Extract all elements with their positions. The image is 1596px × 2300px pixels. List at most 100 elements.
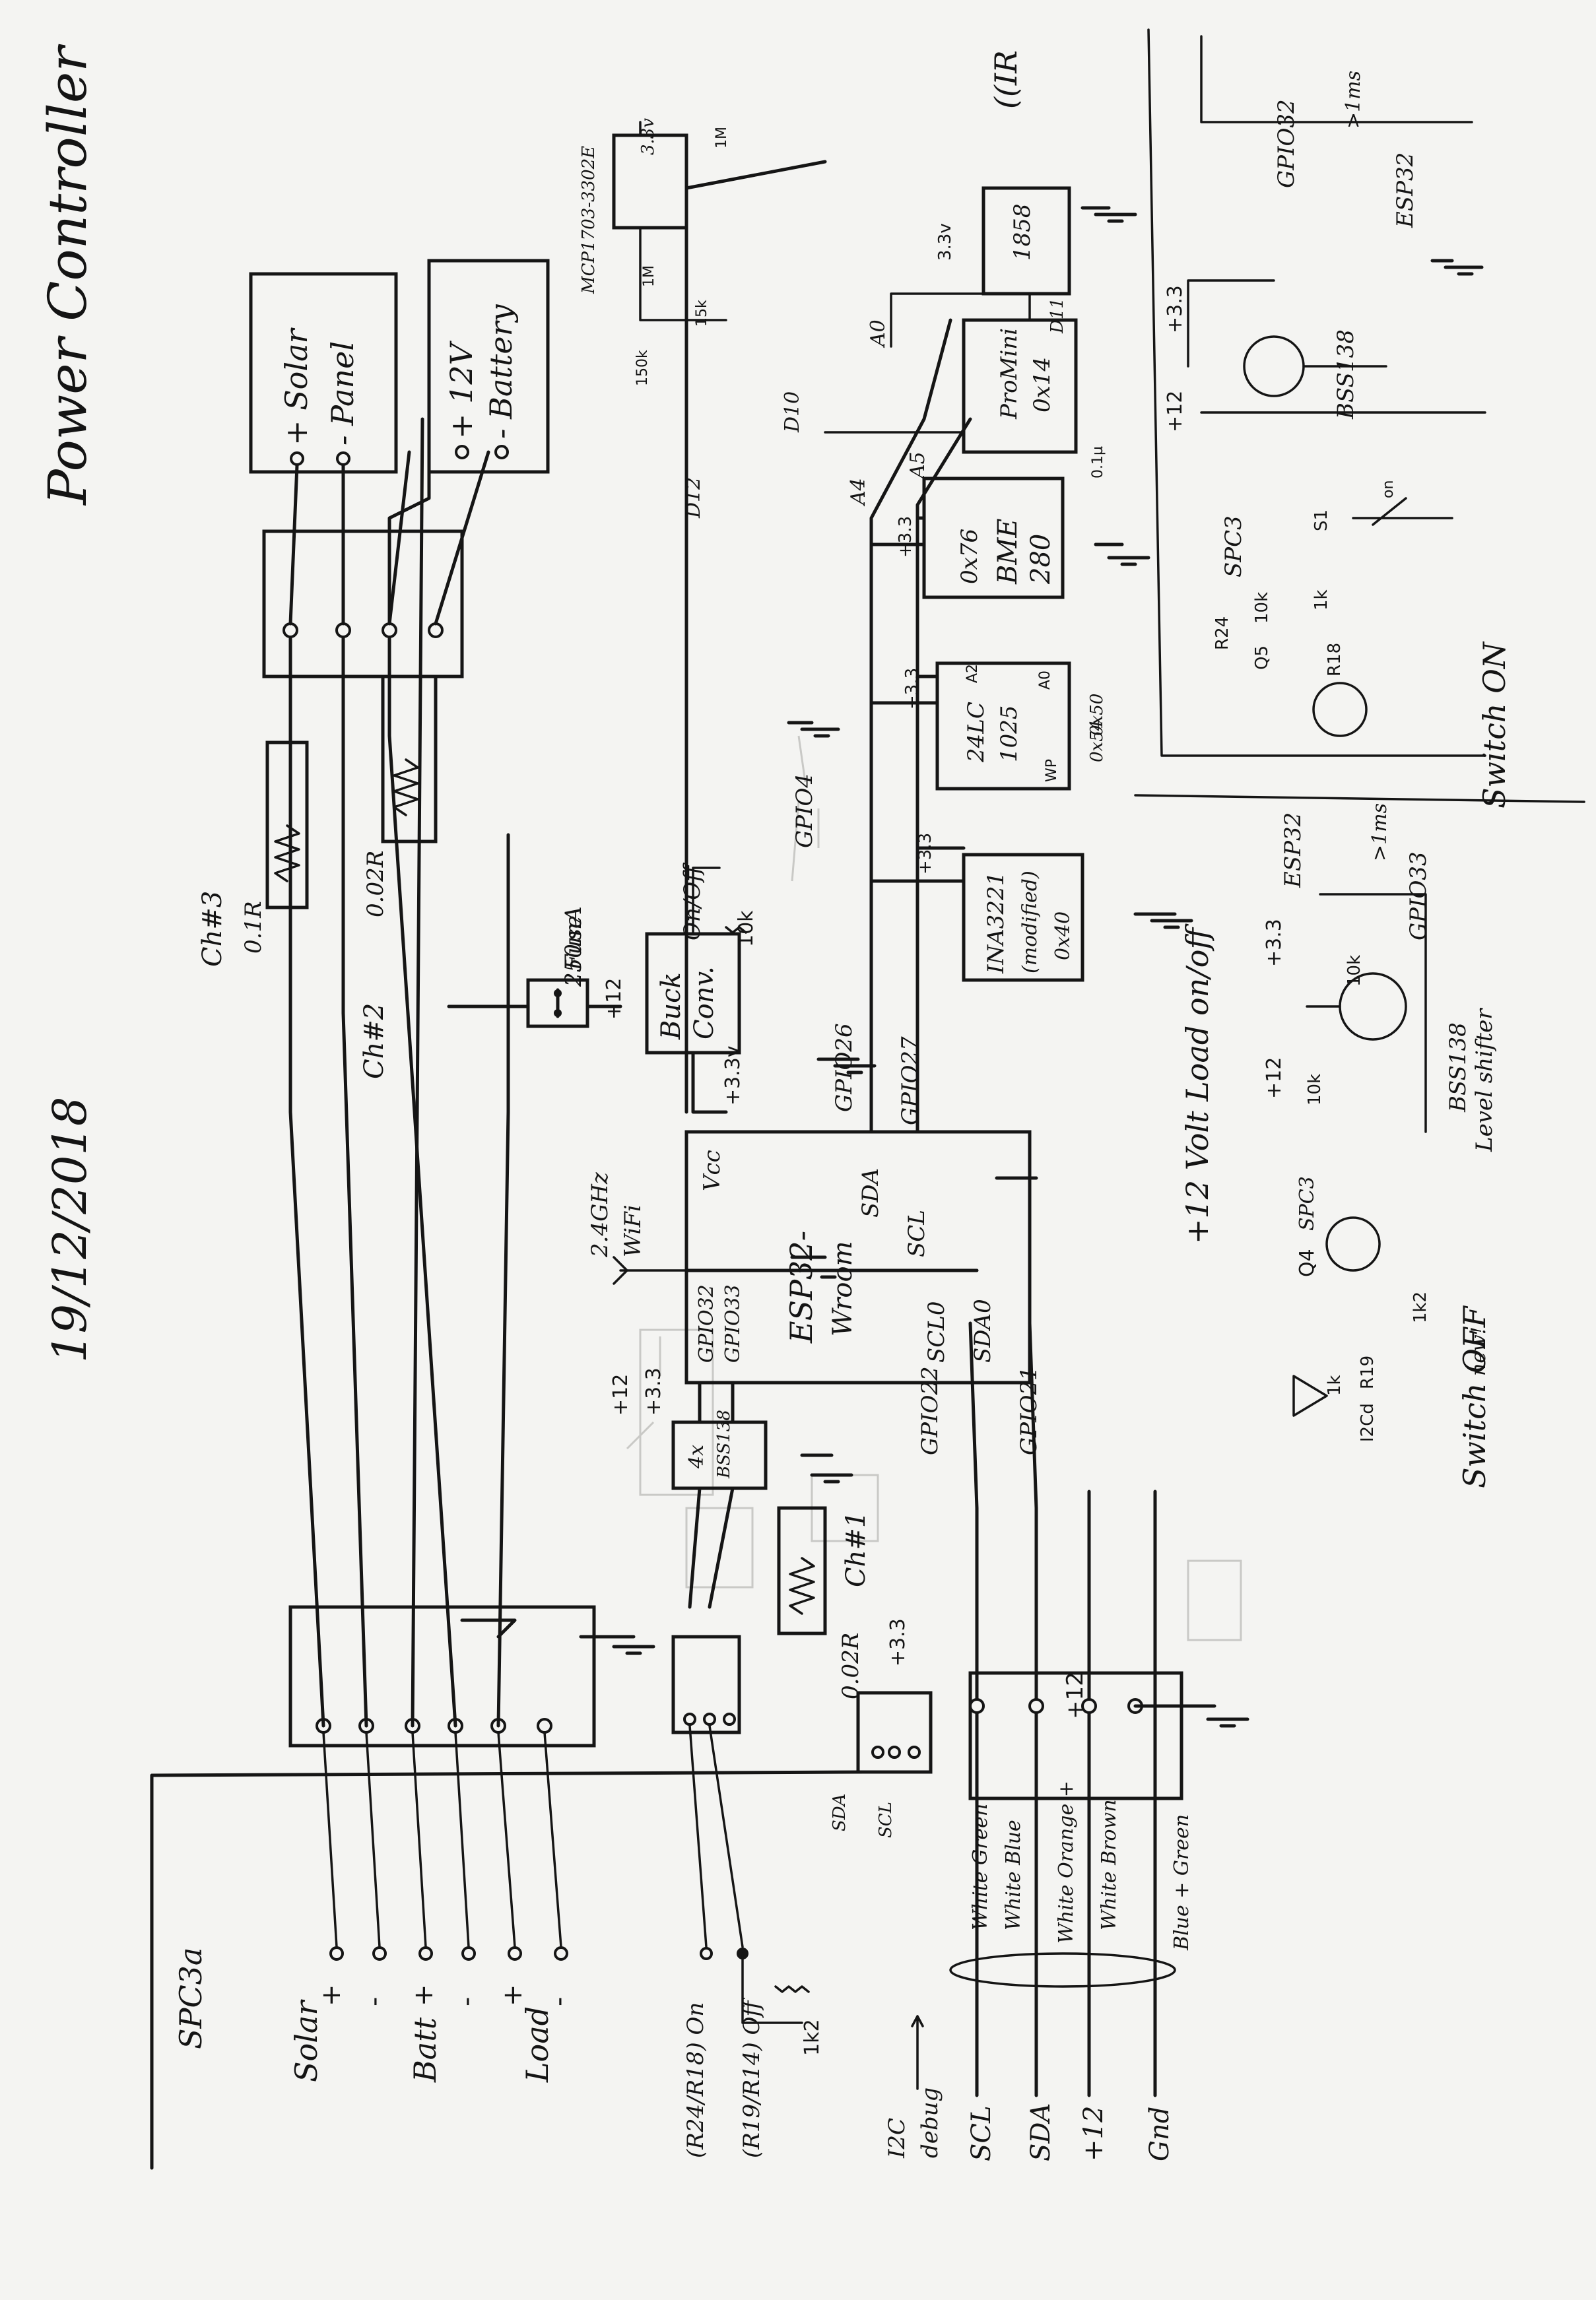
ls-label-1: 4x	[685, 1445, 708, 1469]
misc-1m-b: 1M	[714, 127, 730, 148]
gpio4-label: GPIO4	[791, 773, 818, 848]
promini-name: ProMini	[996, 328, 1022, 420]
fuse-block: 250mA Fuse	[447, 906, 622, 1028]
load-new: new!	[1467, 1327, 1490, 1376]
tr-v33: +3.3	[1164, 285, 1187, 333]
i2c-header-v33: +3.3	[886, 1618, 910, 1666]
spc3a-heading: SPC3a	[173, 1948, 209, 2049]
ls-12v: +12	[609, 1374, 632, 1416]
eeprom-name-1: 24LC	[963, 702, 989, 763]
load-v12: +12	[1263, 1057, 1286, 1099]
module-bme280: 0x76 BME 280 +3.3	[896, 476, 1065, 599]
esp32-pin-scl: SCL	[904, 1210, 930, 1257]
shunt-ch3-label: Ch#3	[197, 891, 228, 967]
load-r10k: 10k	[1345, 955, 1364, 987]
shunt-ch1-value: 0.02R	[838, 1633, 864, 1699]
spc3a-switch-on: (R24/R18) On	[682, 2002, 709, 2158]
eeprom-name-2: 1025	[996, 705, 1022, 762]
esp32-pin-gpio33: GPIO33	[721, 1284, 745, 1363]
shunt-ch3: Ch#3 0.1R	[197, 740, 309, 967]
misc-33-bme: +3.3	[896, 516, 915, 558]
bus-gnd-label: Gnd	[1145, 2107, 1175, 2161]
solar-panel-block: + Solar - Panel	[249, 272, 398, 474]
esp32-pin-sda0: SDA0	[970, 1299, 996, 1363]
shunt-ch1: Ch#1 0.02R	[777, 1506, 871, 1699]
load-gpio33: GPIO33	[1405, 851, 1432, 940]
esp32-vcc: Vcc	[699, 1150, 725, 1191]
bme-model: 280	[1026, 534, 1056, 585]
tr-r24: R24	[1213, 616, 1232, 650]
spc3a-solar-label: Solar	[288, 1999, 324, 2082]
esp32-name-1: ESP32-	[783, 1231, 819, 1344]
spc3a-solar-plus: +	[316, 1984, 347, 2006]
fuse-rating: 250mA	[560, 906, 587, 987]
module-ina3221: INA3221 (modified) 0x40 +3.3	[915, 833, 1084, 982]
tr-r1k: 1k	[1312, 589, 1331, 610]
ina-name: INA3221	[983, 872, 1009, 974]
bus-block-12v: +12	[1062, 1672, 1088, 1719]
promini-a4: A4	[847, 478, 870, 507]
tr-esp32: ESP32	[1392, 152, 1418, 228]
spc3a-switch-off: (R19/R14) Off	[739, 1998, 765, 2158]
gpio26-label: GPIO26	[831, 1023, 857, 1112]
buck-converter: Buck Conv. On/Off 10k +12 +3.3v	[603, 863, 758, 1114]
load-q4: Q4	[1296, 1249, 1319, 1277]
mcp1703-name: MCP1703-3302E	[579, 146, 599, 294]
esp32-module: ESP32- Wroom Vcc SDA SCL SCL0 SDA0 GPIO3…	[587, 773, 1042, 1455]
tr-gpio32: GPIO32	[1273, 99, 1300, 188]
fuse-label: Fuse	[560, 915, 587, 971]
shunt-ch1-label: Ch#1	[841, 1511, 871, 1587]
section-divider	[1134, 28, 1585, 803]
promini-d11: D11	[1047, 298, 1067, 334]
esp32-pin-scl0: SCL0	[923, 1301, 950, 1363]
bme-name: BME	[993, 518, 1023, 585]
gpio21-label: GPIO21	[1016, 1366, 1042, 1455]
misc-0u1: 0.1µ	[1090, 446, 1106, 478]
page-title: Power Controller	[37, 44, 98, 506]
wire-white-green: White Green	[969, 1804, 992, 1930]
wire-white-blue: White Blue	[1002, 1820, 1025, 1930]
ina-mod: (modified)	[1018, 871, 1042, 973]
load-caption: +12 Volt Load on/off	[1180, 923, 1215, 1244]
ground-symbols	[579, 206, 1484, 1728]
spc3a-batt-label: Batt	[407, 2017, 443, 2083]
wire-blue-green: Blue + Green	[1170, 1814, 1193, 1951]
load-v33: +3.3	[1263, 919, 1286, 967]
esp32-pin-sda: SDA	[857, 1168, 884, 1218]
mcp1703-vout: 3.3v	[638, 118, 658, 155]
i2c-header: +3.3 SDA SCL	[830, 1618, 933, 1838]
misc-1m-a: 1M	[641, 265, 657, 287]
load-spc3: SPC3	[1296, 1176, 1319, 1231]
tr-v12: +12	[1164, 391, 1187, 432]
solar-panel-plus: + Solar	[279, 327, 314, 445]
gpio27-label: GPIO27	[897, 1036, 923, 1125]
spc3a-debug-label: debug	[917, 2087, 943, 2158]
ir-module-extra: ((IR	[988, 50, 1024, 109]
misc-150k: 150k	[634, 350, 651, 386]
ina-addr: 0x40	[1051, 911, 1075, 960]
eeprom-addr-2: 0x54	[1087, 720, 1107, 762]
module-promini: ProMini 0x14 D11 A0 D10 D12 A4 A5 0.1µ	[682, 298, 1106, 519]
ls-label-2: BSS138	[714, 1410, 734, 1479]
module-ir-1858: 1858 ((IR 3.3v	[935, 50, 1071, 296]
page-date: 19/12/2018	[43, 1097, 97, 1363]
buck-label-2: Conv.	[689, 966, 719, 1039]
tr-spc3: SPC3	[1220, 515, 1247, 577]
spc3a-load-plus: +	[498, 1984, 528, 2006]
buck-label-1: Buck	[656, 972, 686, 1040]
load-fet-2: Level shifter	[1471, 1008, 1498, 1152]
module-wiring	[639, 121, 1031, 1134]
level-shifter: 4x BSS138 +12 +3.3	[609, 1367, 768, 1609]
module-mcp1703: MCP1703-3302E 3.3v 1M 150k 15k 1M	[579, 118, 730, 386]
shunt-ch2-value: 0.02R	[362, 851, 389, 917]
tr-pulse: >1ms	[1342, 71, 1365, 129]
promini-a5: A5	[906, 451, 929, 480]
tr-caption: Switch ON	[1477, 641, 1512, 808]
terminal-block-4	[262, 450, 490, 678]
load-fet-1: BSS138	[1445, 1022, 1471, 1113]
module-24lc: 24LC 1025 0x50 0x54 +3.3 A2 A0 WP	[902, 661, 1107, 791]
misc-a0: A0	[1037, 671, 1053, 690]
load-r19: R19	[1358, 1356, 1378, 1389]
